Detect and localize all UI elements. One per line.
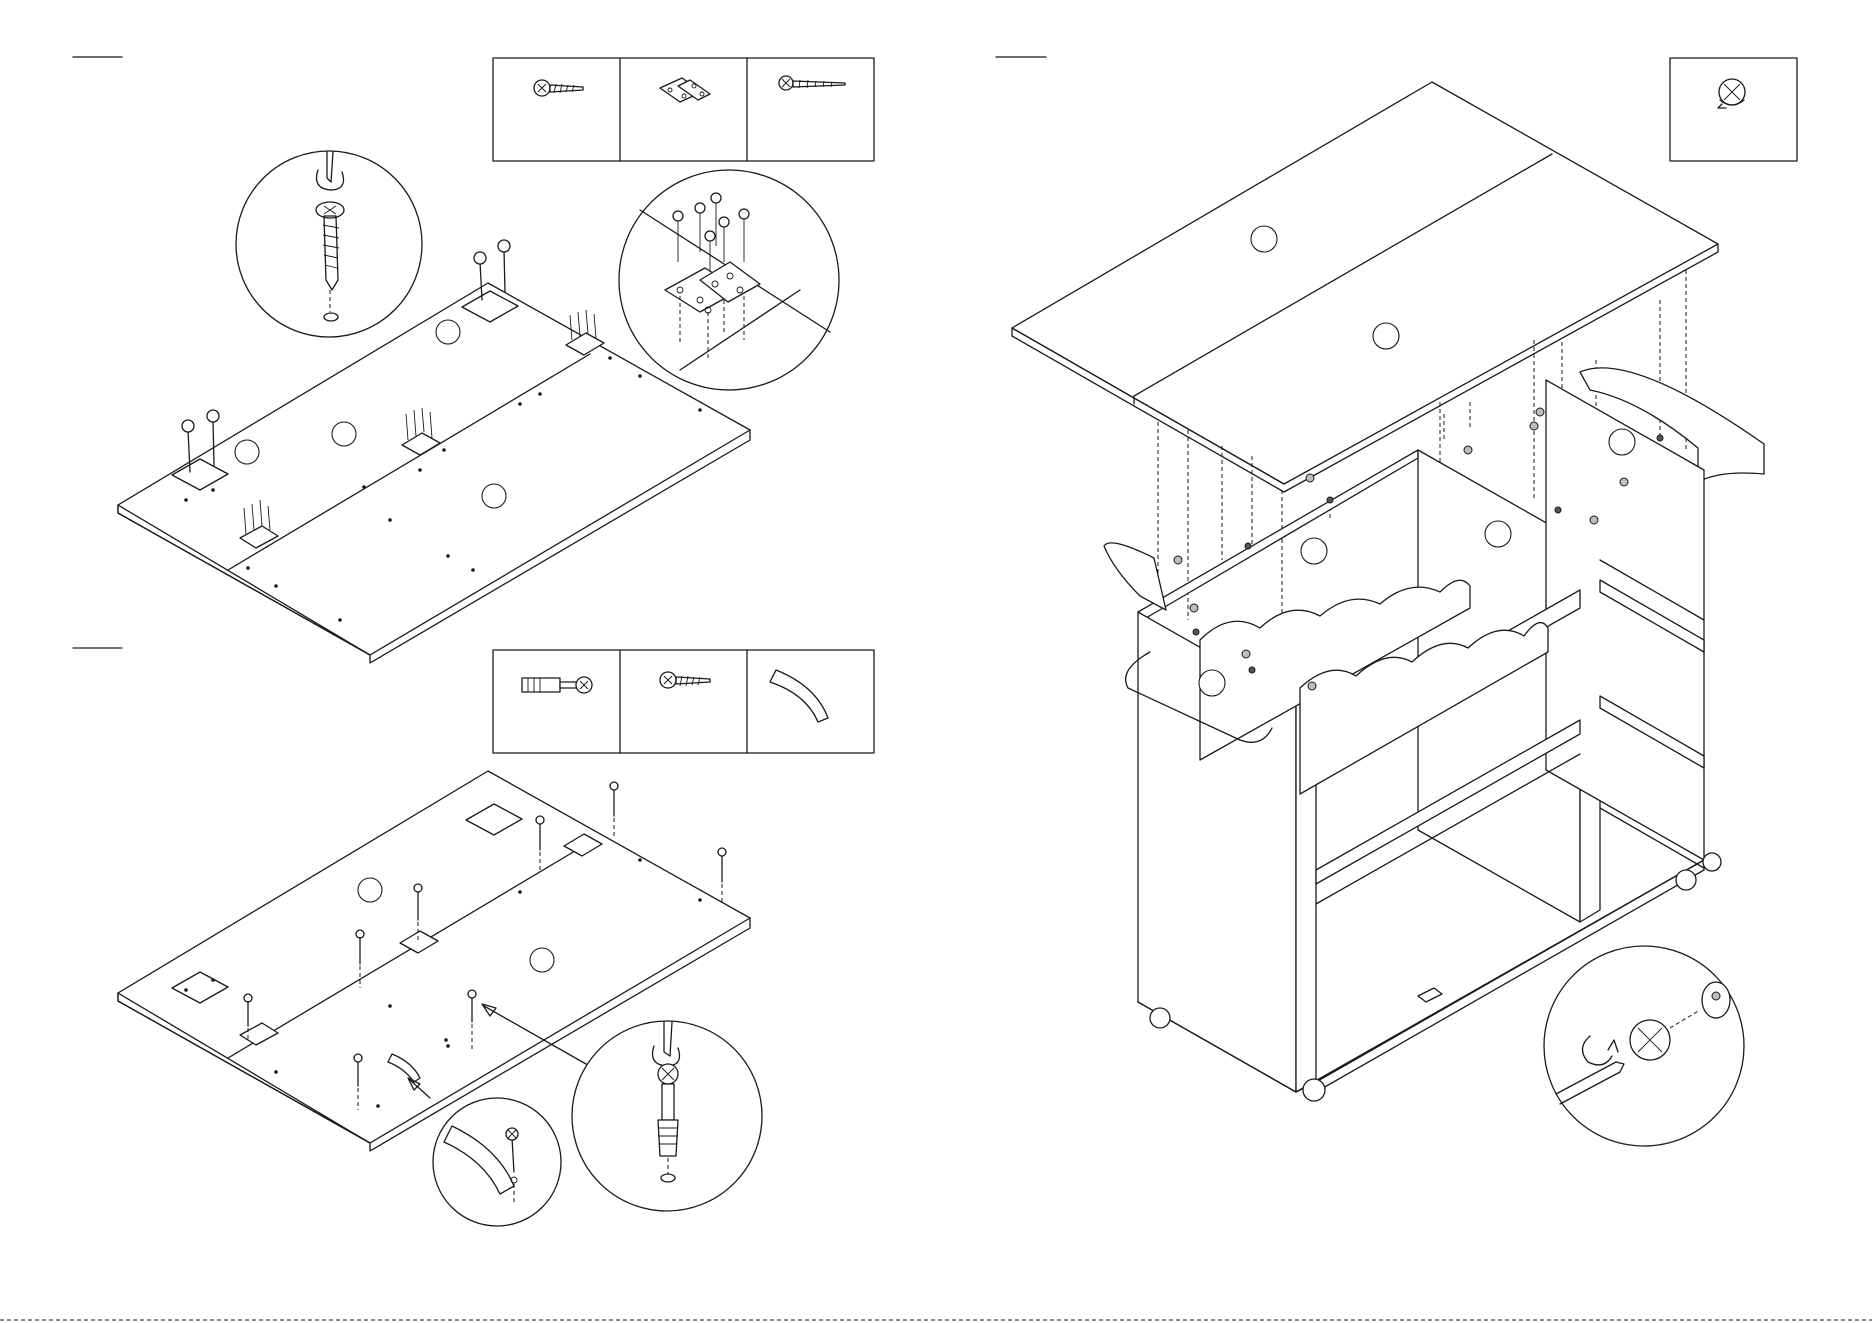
hinge-screw-detail: [619, 170, 839, 390]
door-latch: [1418, 988, 1442, 1002]
hardware-box-a: [493, 58, 874, 161]
step-cam-bolts: [73, 648, 874, 1226]
part-number-circle: [358, 878, 382, 902]
part-number-circle: [1251, 226, 1277, 252]
cam-lock-turn-detail: [1544, 946, 1744, 1146]
hardware-box-c: [1670, 58, 1797, 161]
part-number-circle: [332, 422, 356, 446]
cam-bolt-icon: [522, 677, 592, 693]
part-number-circle: [235, 440, 259, 464]
part-number-circle: [1609, 429, 1635, 455]
part-number-circle: [530, 948, 554, 972]
part-number-circle: [1373, 323, 1399, 349]
step-hinge-top: [73, 57, 874, 663]
part-number-circle: [1485, 521, 1511, 547]
hardware-box-b: [493, 650, 874, 753]
part-number-circle: [1199, 670, 1225, 696]
part-number-circle: [436, 320, 460, 344]
screwdriver-screw-detail: [236, 151, 422, 337]
part-number-circle: [1301, 538, 1327, 564]
part-number-circle: [482, 484, 506, 508]
step-attach-top: [996, 57, 1797, 1146]
